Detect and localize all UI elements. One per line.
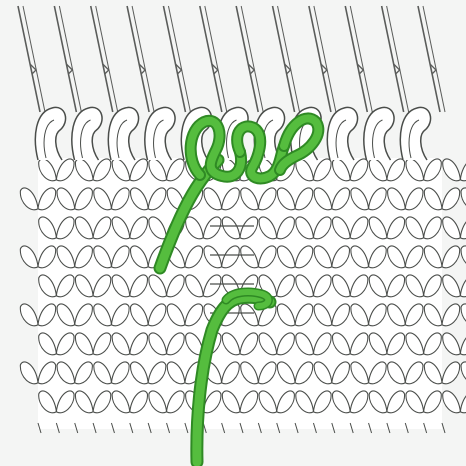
knitting-diagram (0, 0, 466, 466)
knitting-diagram-canvas (0, 0, 466, 466)
